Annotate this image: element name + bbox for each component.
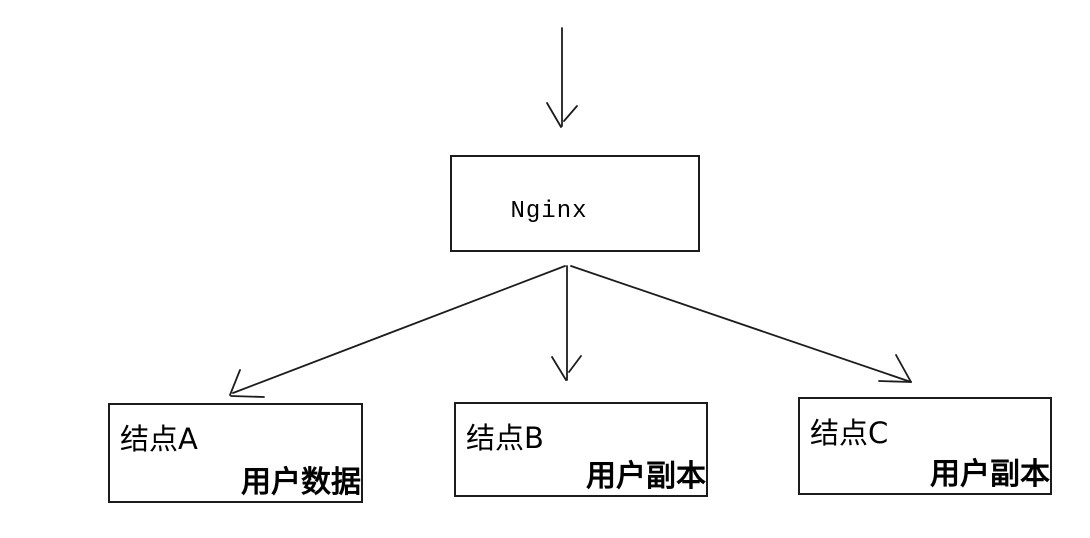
incoming-arrow bbox=[546, 27, 578, 128]
node-c-subtitle: 用户副本 bbox=[930, 457, 1050, 492]
arrow-to-node-b bbox=[551, 265, 582, 381]
arrow-to-node-c bbox=[570, 265, 912, 383]
node-a: 结点A 用户数据 bbox=[108, 403, 363, 503]
node-b-title: 结点B bbox=[466, 421, 544, 455]
arrow-to-node-a bbox=[229, 265, 566, 398]
node-a-subtitle: 用户数据 bbox=[241, 465, 361, 500]
node-b: 结点B 用户副本 bbox=[454, 402, 708, 497]
node-nginx-label: Nginx bbox=[510, 198, 588, 225]
node-a-title: 结点A bbox=[120, 422, 198, 456]
node-c-title: 结点C bbox=[810, 416, 889, 450]
node-c: 结点C 用户副本 bbox=[798, 397, 1052, 495]
node-nginx: Nginx bbox=[450, 155, 700, 252]
node-b-subtitle: 用户副本 bbox=[586, 459, 706, 494]
